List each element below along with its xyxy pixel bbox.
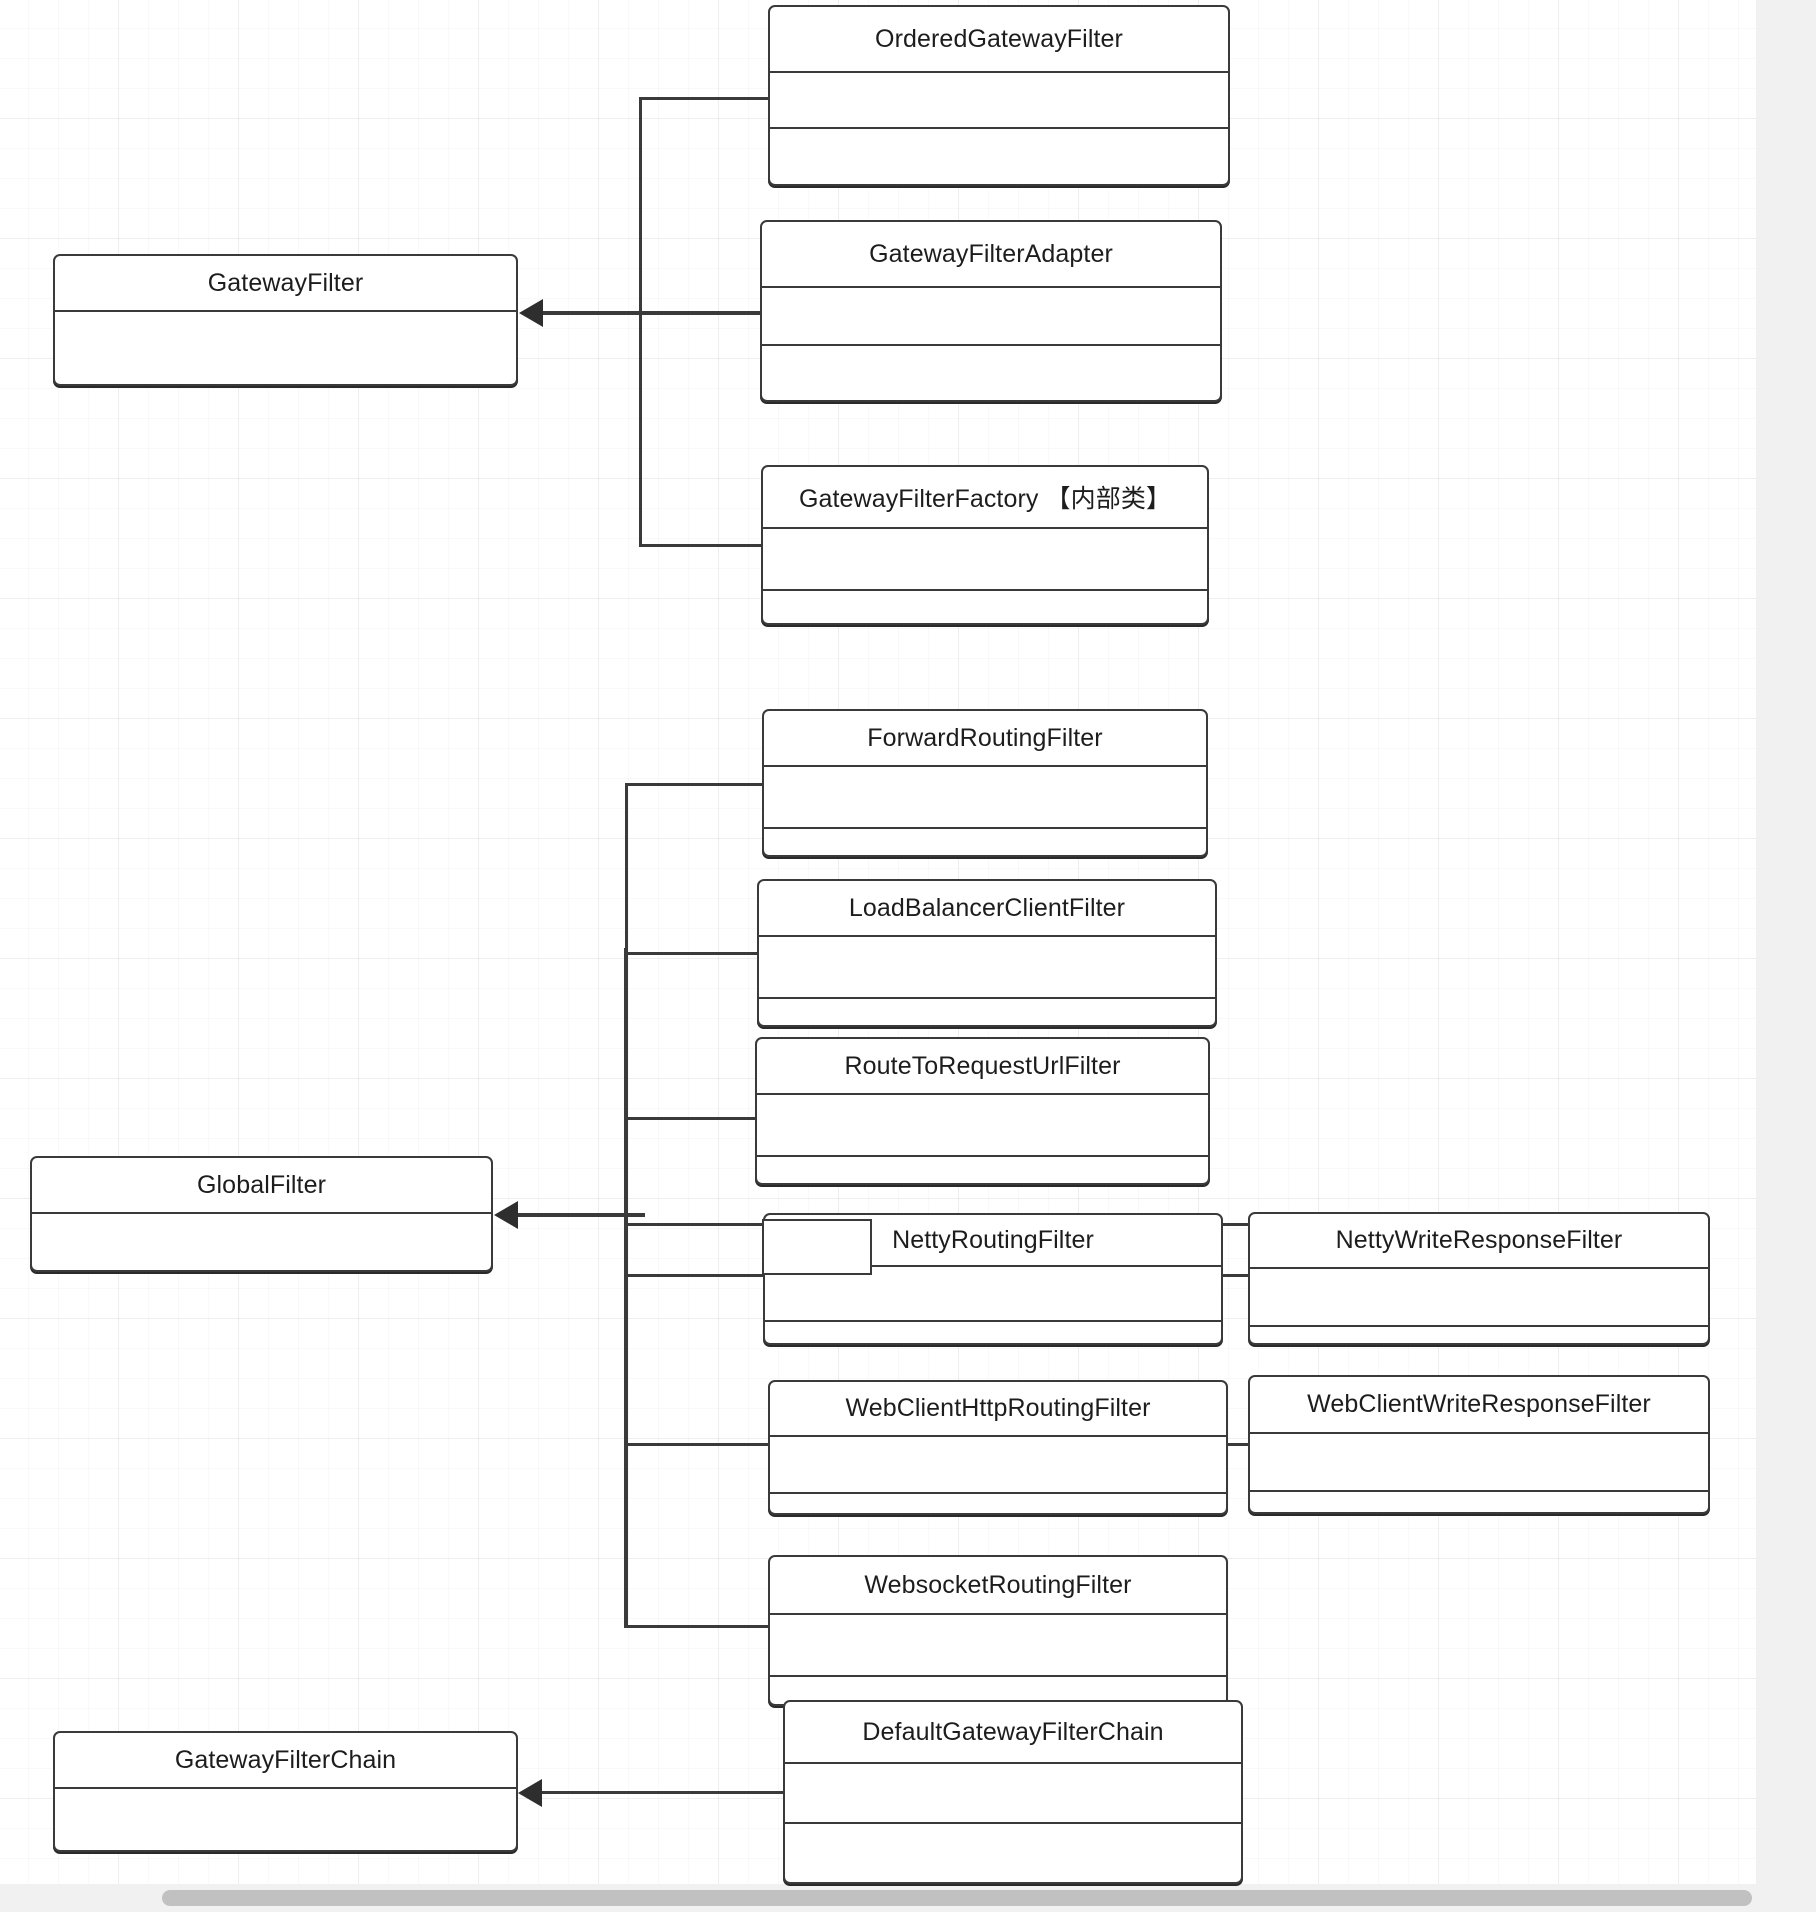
class-title: WebsocketRoutingFilter bbox=[770, 1557, 1226, 1615]
class-title: GatewayFilterAdapter bbox=[762, 222, 1220, 288]
class-attributes-section bbox=[757, 1095, 1208, 1157]
connector-routetorequesturlfilter bbox=[625, 1117, 759, 1120]
class-methods-section bbox=[757, 1157, 1208, 1183]
class-title: GatewayFilterFactory 【内部类】 bbox=[763, 467, 1207, 529]
class-methods-section bbox=[1250, 1492, 1708, 1512]
class-box-loadbalancerclientfilter[interactable]: LoadBalancerClientFilter bbox=[757, 879, 1217, 1027]
class-methods-section bbox=[763, 591, 1207, 623]
class-attributes-section bbox=[762, 288, 1220, 346]
class-methods-section bbox=[765, 1322, 1221, 1343]
class-title: RouteToRequestUrlFilter bbox=[757, 1039, 1208, 1095]
class-box-routetorequesturlfilter[interactable]: RouteToRequestUrlFilter bbox=[755, 1037, 1210, 1185]
arrowhead-gatewayfilterchain bbox=[518, 1779, 542, 1807]
connector-loadbalancerclientfilter bbox=[625, 952, 762, 955]
class-title: GatewayFilter bbox=[55, 256, 516, 312]
class-box-nettyroutingfilter[interactable]: NettyRoutingFilter bbox=[763, 1213, 1223, 1345]
class-title: GatewayFilterChain bbox=[55, 1733, 516, 1789]
connector-globalfilter-spine bbox=[505, 1213, 645, 1217]
class-methods-section bbox=[785, 1824, 1241, 1882]
connector-gatewayfilterfactory bbox=[639, 544, 763, 547]
arrowhead-gatewayfilter bbox=[519, 299, 543, 327]
class-box-nettywriteresponsefilter[interactable]: NettyWriteResponseFilter bbox=[1248, 1212, 1710, 1345]
connector-orderedgatewayfilter bbox=[639, 97, 769, 100]
connector-defaultgatewayfilterchain bbox=[525, 1791, 785, 1794]
class-attributes-section bbox=[1250, 1434, 1708, 1492]
class-attributes-section bbox=[770, 1615, 1226, 1677]
class-box-gatewayfilterfactory[interactable]: GatewayFilterFactory 【内部类】 bbox=[761, 465, 1209, 625]
class-box-gatewayfilter[interactable]: GatewayFilter bbox=[53, 254, 518, 386]
class-box-websocketroutingfilter[interactable]: WebsocketRoutingFilter bbox=[768, 1555, 1228, 1706]
class-box-globalfilter[interactable]: GlobalFilter bbox=[30, 1156, 493, 1272]
class-title: GlobalFilter bbox=[32, 1158, 491, 1214]
class-attributes-section bbox=[763, 529, 1207, 591]
class-attributes-section bbox=[785, 1764, 1241, 1824]
horizontal-scrollbar-track[interactable] bbox=[0, 1884, 1816, 1912]
overlap-fragment-box bbox=[762, 1219, 872, 1275]
connector-websocketroutingfilter bbox=[625, 1625, 770, 1628]
arrowhead-globalfilter bbox=[494, 1201, 518, 1229]
class-box-defaultgatewayfilterchain[interactable]: DefaultGatewayFilterChain bbox=[783, 1700, 1243, 1884]
connector-globalfilter-trunk-lower bbox=[624, 948, 628, 1628]
class-attributes-section bbox=[759, 937, 1215, 999]
connector-gatewayfilter-spine bbox=[530, 311, 760, 315]
canvas-right-gutter bbox=[1756, 0, 1816, 1884]
class-title: WebClientHttpRoutingFilter bbox=[770, 1382, 1226, 1437]
class-title: WebClientWriteResponseFilter bbox=[1250, 1377, 1708, 1434]
connector-forwardroutingfilter bbox=[625, 783, 765, 786]
class-box-gatewayfilteradapter[interactable]: GatewayFilterAdapter bbox=[760, 220, 1222, 402]
class-title: OrderedGatewayFilter bbox=[770, 7, 1228, 73]
class-box-webclienthttproutingfilter[interactable]: WebClientHttpRoutingFilter bbox=[768, 1380, 1228, 1515]
class-attributes-section bbox=[770, 73, 1228, 129]
class-box-forwardroutingfilter[interactable]: ForwardRoutingFilter bbox=[762, 709, 1208, 857]
class-attributes-section bbox=[55, 1789, 516, 1850]
class-methods-section bbox=[1250, 1327, 1708, 1343]
connector-gatewayfilter-trunk bbox=[639, 97, 642, 547]
class-methods-section bbox=[762, 346, 1220, 400]
class-attributes-section bbox=[1250, 1269, 1708, 1327]
class-attributes-section bbox=[55, 312, 516, 384]
class-title: LoadBalancerClientFilter bbox=[759, 881, 1215, 937]
class-title: ForwardRoutingFilter bbox=[764, 711, 1206, 767]
class-box-webclientwriteresponsefilter[interactable]: WebClientWriteResponseFilter bbox=[1248, 1375, 1710, 1514]
class-methods-section bbox=[770, 129, 1228, 184]
class-attributes-section bbox=[764, 767, 1206, 829]
class-title: DefaultGatewayFilterChain bbox=[785, 1702, 1241, 1764]
class-box-orderedgatewayfilter[interactable]: OrderedGatewayFilter bbox=[768, 5, 1230, 186]
class-attributes-section bbox=[770, 1437, 1226, 1494]
class-methods-section bbox=[770, 1494, 1226, 1513]
class-title: NettyWriteResponseFilter bbox=[1250, 1214, 1708, 1269]
class-box-gatewayfilterchain[interactable]: GatewayFilterChain bbox=[53, 1731, 518, 1852]
class-title: NettyRoutingFilter bbox=[765, 1215, 1221, 1267]
class-methods-section bbox=[759, 999, 1215, 1025]
class-attributes-section bbox=[32, 1214, 491, 1270]
horizontal-scrollbar-thumb[interactable] bbox=[162, 1890, 1752, 1906]
class-methods-section bbox=[764, 829, 1206, 855]
class-attributes-section bbox=[765, 1267, 1221, 1322]
